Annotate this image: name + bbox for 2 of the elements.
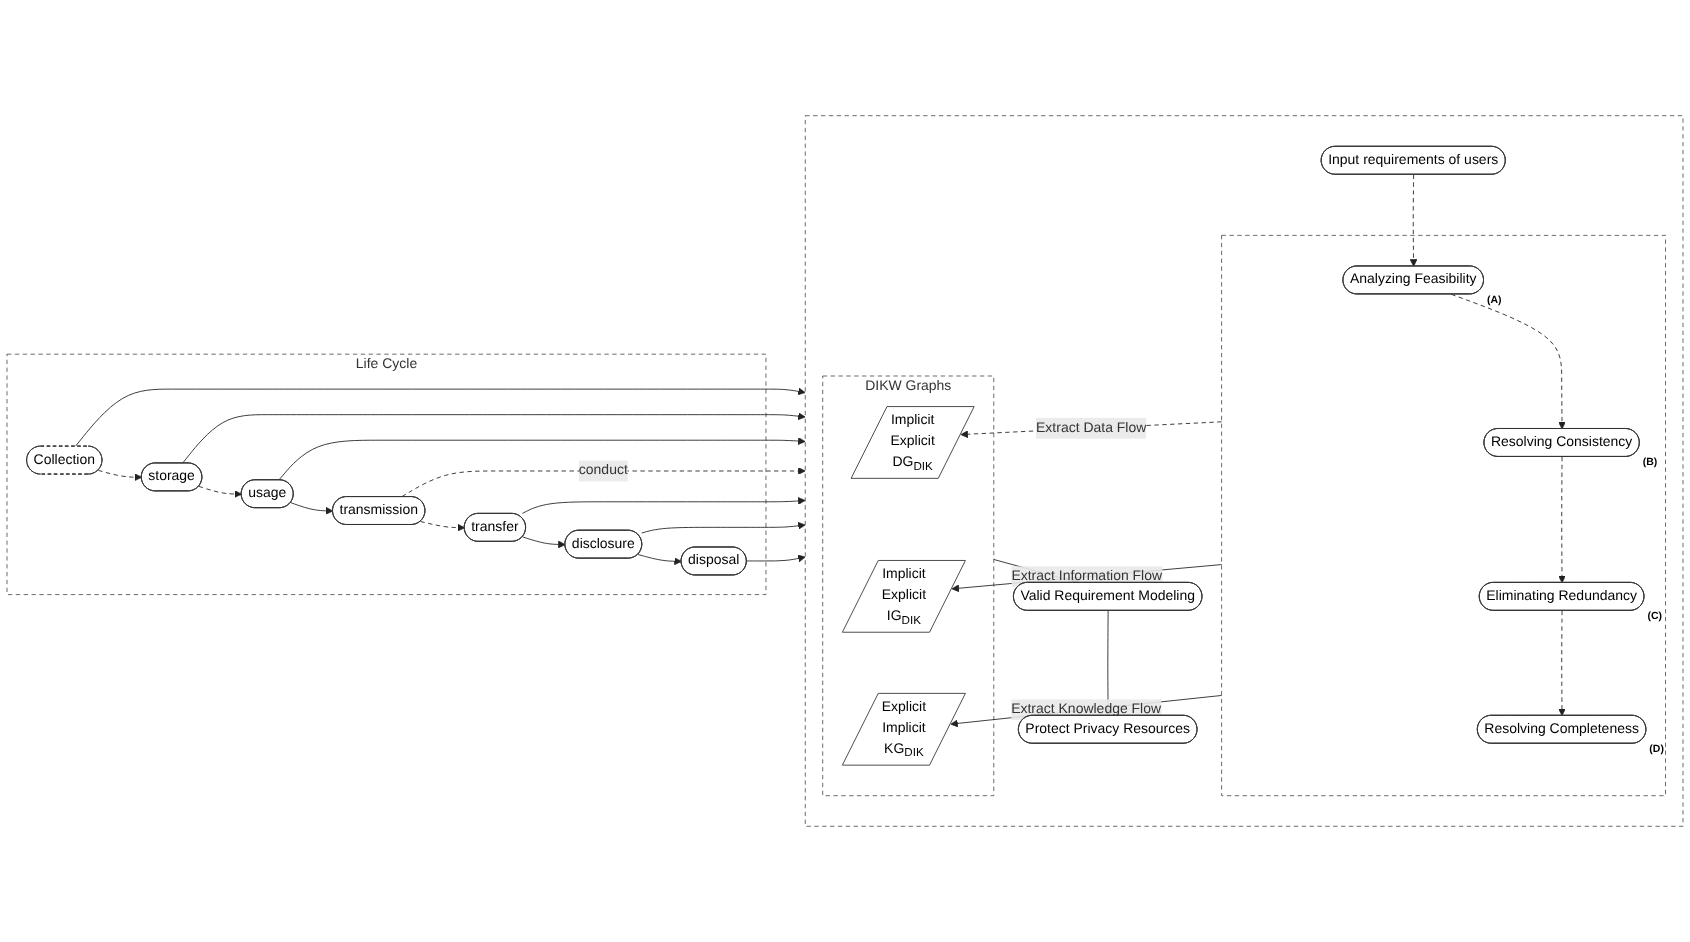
cluster [804, 115, 1684, 827]
cluster [1221, 234, 1666, 797]
